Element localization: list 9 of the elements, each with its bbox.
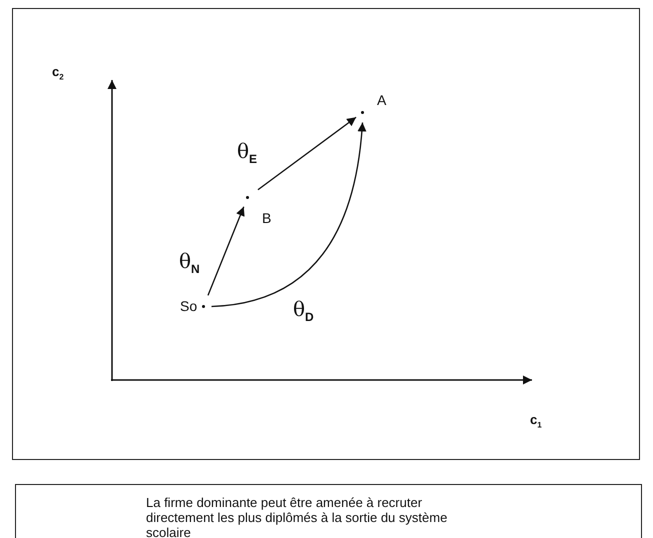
axis-label: c$_{1}$ [530,412,542,430]
point-label: A [377,92,386,108]
arrow [211,122,366,308]
point-label: B [262,210,272,226]
arrow [207,206,245,296]
arrow [258,116,356,190]
point-label: So [180,298,198,314]
axis-label: c$_{2}$ [52,64,64,82]
caption-text: La firme dominante peut être amenée à recruter directement les plus diplômés à la sortie du système scolaire [15,484,642,538]
